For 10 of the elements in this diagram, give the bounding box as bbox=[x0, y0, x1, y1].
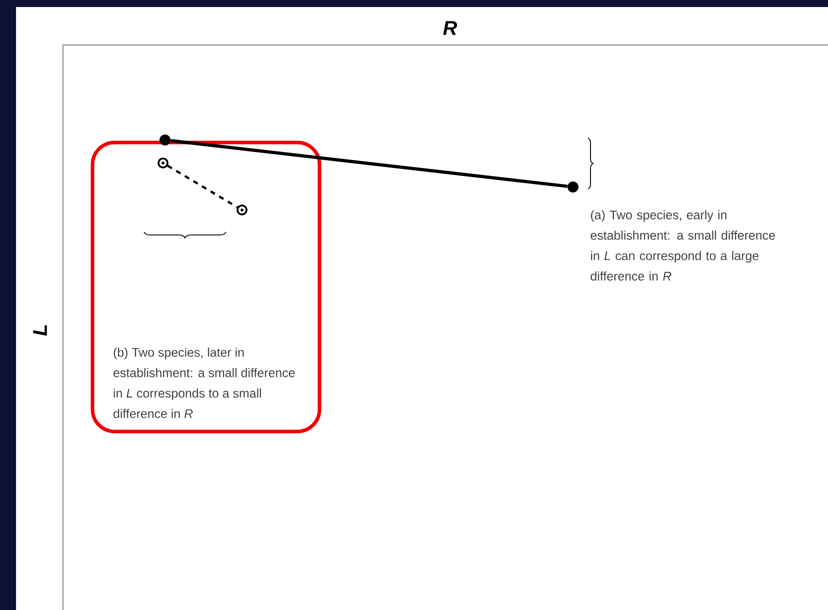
connector-line bbox=[167, 164, 238, 208]
data-point bbox=[158, 158, 168, 168]
connector-line bbox=[170, 139, 568, 188]
annotation-text: (a) Two species, early in establishment: a small difference in L can correspond to a large difference in R bbox=[590, 210, 775, 281]
data-point bbox=[568, 181, 578, 192]
axis-label: L bbox=[33, 325, 47, 336]
data-point bbox=[236, 204, 248, 216]
highlight-box: (b) Two species, later in establishment: a small difference in L corresponds to a small difference in R bbox=[90, 140, 322, 434]
axis-label: R bbox=[443, 21, 458, 35]
data-point bbox=[160, 134, 170, 146]
